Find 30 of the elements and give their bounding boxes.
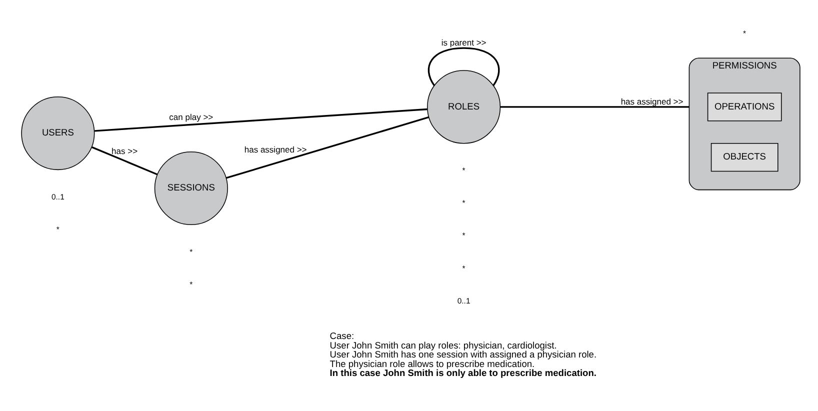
- connector: [428, 47, 500, 86]
- node-circle: ROLES: [427, 70, 501, 144]
- edge-label: can play >>: [169, 112, 214, 122]
- label: *: [462, 198, 466, 208]
- edge-label: has >>: [112, 146, 138, 156]
- node-circle: SESSIONS: [154, 151, 228, 226]
- connector: [226, 116, 430, 179]
- node-box: OBJECTS: [710, 142, 778, 172]
- connector: [500, 106, 690, 108]
- label: In this case John Smith is only able to prescribe medication.: [330, 368, 596, 378]
- label: User John Smith can play roles: physician, cardiologist.: [330, 340, 557, 350]
- edge-label: has assigned >>: [244, 144, 307, 154]
- label: The physician role allows to prescribe medication.: [330, 358, 535, 369]
- label: 0..1: [457, 296, 470, 306]
- label: Case:: [330, 330, 354, 341]
- label: *: [462, 264, 466, 273]
- label: *: [190, 280, 193, 290]
- label: *: [462, 166, 466, 176]
- edge-label: has assigned >>: [620, 96, 684, 106]
- edge-label: is parent >>: [441, 38, 486, 48]
- label: *: [190, 247, 193, 256]
- node-box: OPERATIONS: [707, 92, 782, 122]
- label: *: [462, 231, 466, 240]
- label: User John Smith has one session with assigned a physician role.: [330, 350, 597, 360]
- label: 0..1: [52, 192, 64, 202]
- label: *: [56, 225, 60, 234]
- node-circle: USERS: [21, 96, 95, 170]
- connector: [94, 108, 428, 132]
- label: *: [743, 29, 746, 38]
- connector: [92, 146, 158, 176]
